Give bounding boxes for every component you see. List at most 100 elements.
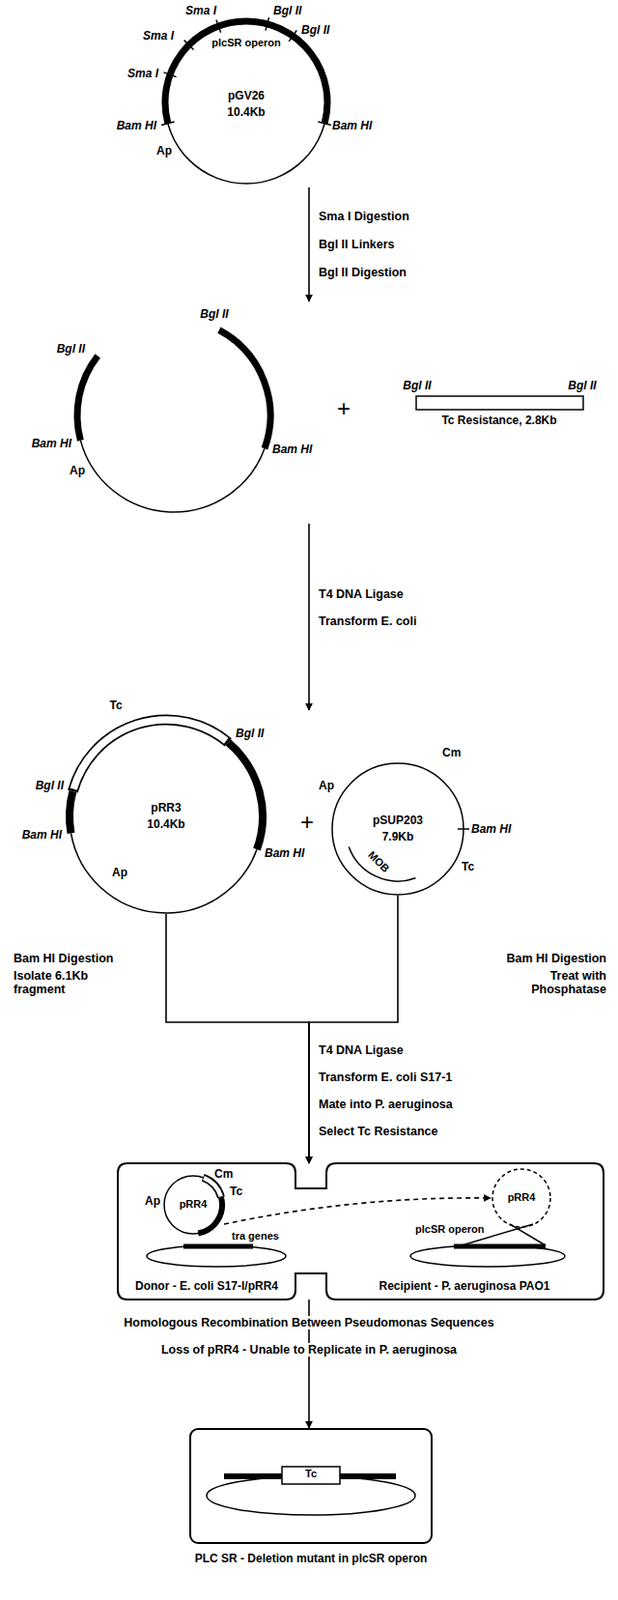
connector-arrow — [166, 913, 309, 1163]
drawing-stroke — [219, 330, 271, 449]
restriction-site-label: Sma I — [185, 3, 217, 18]
node-text: pRR4 — [179, 1197, 208, 1210]
restriction-site-label: Sma I — [142, 28, 174, 43]
node-text: pRR4 — [507, 1190, 536, 1204]
node-text: Donor - E. coli S17-l/pRR4 — [135, 1278, 279, 1293]
marker-label: Ap — [144, 1193, 161, 1208]
drawing-stroke — [165, 21, 328, 184]
step-label: Select Tc Resistance — [318, 1123, 438, 1138]
node-text: 10.4Kb — [146, 816, 185, 831]
marker-label: Tc — [229, 1183, 243, 1198]
drawing-stroke — [416, 395, 584, 410]
plus-sign: + — [337, 395, 351, 422]
small-label: tra genes — [231, 1229, 280, 1242]
plasmid: pRR4 — [490, 1166, 553, 1229]
drawing-stroke — [492, 1168, 551, 1227]
drawing-stroke — [183, 1243, 253, 1249]
step-label: T4 DNA Ligase — [318, 587, 404, 601]
connector-arrow — [308, 523, 310, 710]
drawing-stroke — [164, 1175, 223, 1234]
node-text: Tc — [305, 1466, 317, 1480]
drawing-stroke — [317, 121, 332, 126]
node-text: Tc Resistance, 2.8Kb — [441, 413, 557, 427]
step-label: T4 DNA Ligase — [318, 1042, 404, 1057]
marker-label: Ap — [318, 778, 335, 792]
opened-plasmid: Ap — [19, 301, 329, 524]
restriction-site-label: Sma I — [127, 66, 159, 81]
marker-label: Tc — [109, 698, 122, 712]
drawing-stroke — [77, 355, 98, 440]
drawing-stroke — [69, 790, 73, 833]
drawing-stroke — [509, 1223, 546, 1245]
connector-arrow — [309, 895, 398, 1163]
node-text: 7.9Kb — [382, 829, 415, 843]
connector-arrow — [224, 1197, 491, 1224]
drawing-stroke — [453, 1243, 546, 1249]
node-text: 10.4Kb — [226, 105, 265, 119]
restriction-site-label: Bam HI — [22, 827, 62, 842]
node-text: PLC SR - Deletion mutant in plcSR operon — [195, 1550, 428, 1565]
restriction-site-label: Bam HI — [471, 821, 511, 836]
restriction-site-label: Bam HI — [31, 436, 72, 450]
plus-sign: + — [300, 809, 314, 835]
drawing-stroke — [146, 1244, 286, 1266]
step-label: Bgl II Digestion — [318, 265, 407, 280]
step-label: Isolate 6.1Kb fragment — [13, 968, 122, 996]
drawing-stroke — [281, 1465, 340, 1484]
restriction-site-label: Bam HI — [332, 118, 372, 133]
restriction-site-label: Bgl II — [301, 23, 330, 37]
step-label: Bam HI Digestion — [13, 951, 114, 965]
drawing-stroke — [184, 40, 195, 51]
restriction-site-label: Bgl II — [567, 378, 596, 393]
small-label: MOB — [365, 847, 392, 874]
drawing-stroke — [288, 29, 297, 41]
drawing-stroke — [410, 1244, 565, 1266]
small-label: plcSR operon — [415, 1222, 485, 1236]
resistance-fragment: Tc Resistance, 2.8Kb — [415, 393, 586, 429]
node-text: Ap — [69, 463, 85, 478]
step-label: Sma I Digestion — [318, 209, 410, 224]
mating-panel — [117, 1162, 604, 1299]
marker-label: Cm — [442, 745, 461, 759]
restriction-site-label: Bgl II — [56, 341, 85, 356]
restriction-site-label: Bam HI — [272, 442, 312, 456]
plasmid-map: pRR310.4Kb — [19, 709, 329, 914]
drawing-stroke — [265, 17, 270, 31]
opened-plasmid-outline — [19, 301, 329, 524]
drawing-stroke — [348, 845, 416, 881]
marker-label: Cm — [214, 1166, 233, 1180]
drawing-stroke — [161, 121, 175, 126]
drawing-stroke — [332, 762, 464, 895]
drawing-stroke — [227, 741, 263, 849]
restriction-site-label: Bam HI — [264, 845, 305, 860]
node-text: pGV26 — [227, 88, 265, 103]
step-label: Treat with Phosphatase — [509, 968, 607, 996]
marker-label: Ap — [112, 865, 128, 879]
restriction-site-label: Bgl II — [199, 307, 228, 321]
marker-label: Tc — [461, 859, 475, 873]
drawing-stroke — [73, 719, 226, 789]
drawing-stroke — [163, 72, 176, 78]
connector-arrow — [308, 187, 310, 302]
drawing-stroke — [80, 440, 265, 512]
step-label: Bgl II Linkers — [318, 237, 395, 252]
step-label: Loss of pRR4 - Unable to Replicate in P.… — [157, 1342, 461, 1356]
step-label: Homologous Recombination Between Pseudom… — [119, 1315, 498, 1329]
donor-cell: Donor - E. coli S17-l/pRR4 pRR4 — [117, 1162, 311, 1299]
plasmid: pRR4 — [162, 1173, 225, 1236]
restriction-site-label: Bgl II — [235, 726, 264, 740]
step-label: Transform E. coli — [318, 614, 417, 628]
restriction-site-label: Bam HI — [116, 118, 157, 133]
step-label: Transform E. coli S17-1 — [318, 1069, 452, 1084]
drawing-stroke — [71, 832, 257, 913]
plasmid-map-outline — [328, 748, 590, 896]
node-text: pSUP203 — [372, 813, 423, 827]
plasmid-map: pSUP203 7.9Kb — [328, 748, 590, 896]
drawing-stroke — [457, 827, 470, 830]
drawing-stroke — [72, 719, 228, 791]
node-text: pRR3 — [150, 800, 181, 815]
step-label: Mate into P. aeruginosa — [318, 1096, 453, 1111]
step-label: Bam HI Digestion — [506, 951, 608, 965]
marker-label: Ap — [156, 143, 172, 158]
